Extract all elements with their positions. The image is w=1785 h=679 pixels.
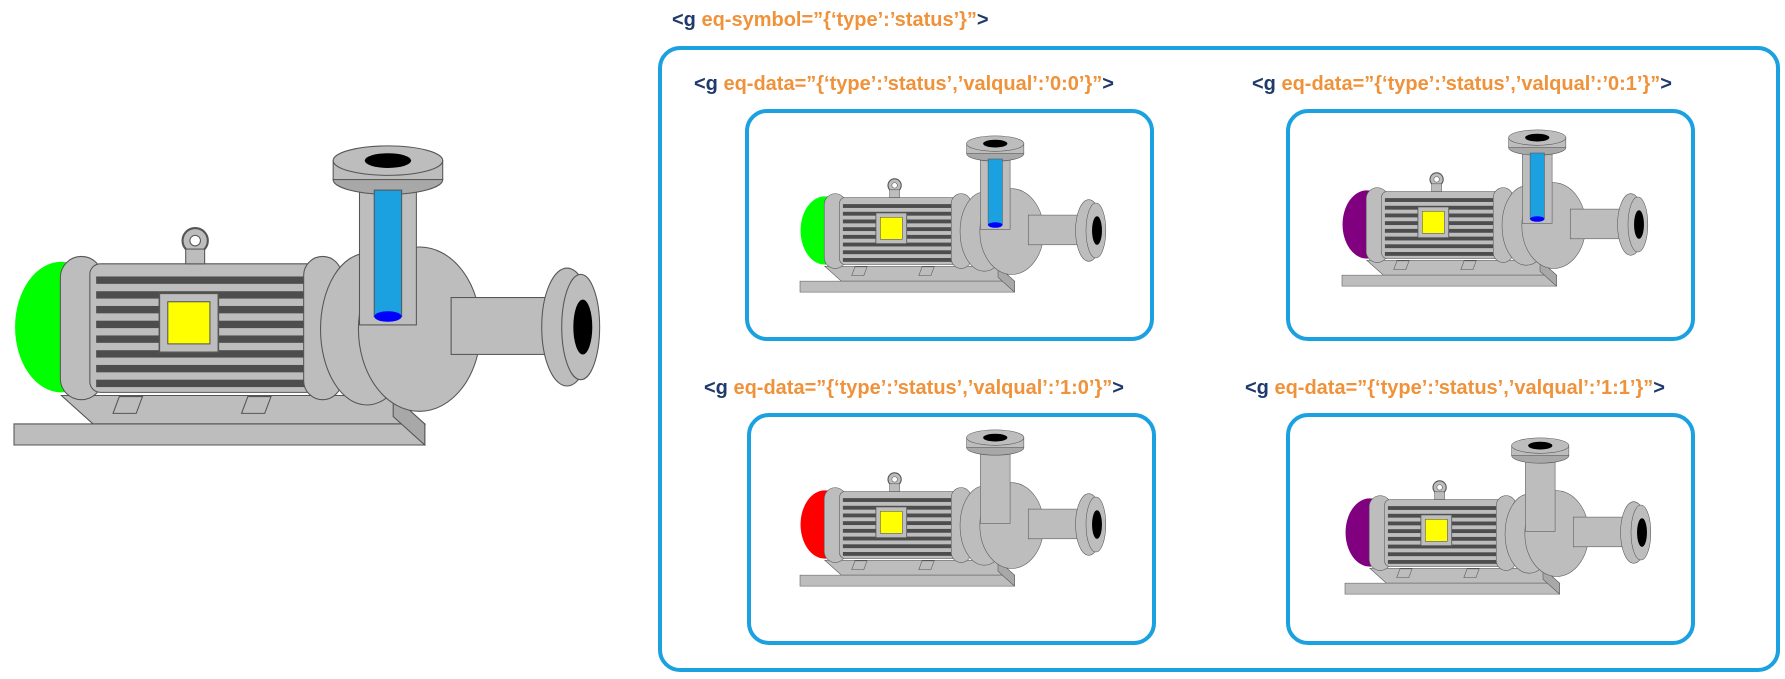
liquid-bottom bbox=[374, 311, 402, 322]
discharge-opening bbox=[983, 139, 1008, 148]
tag-attribute: eq-data=”{‘type’:’status’,’valqual’:’0:1… bbox=[1275, 73, 1661, 95]
motor-foot bbox=[1460, 260, 1477, 270]
pump-illustration-1-0 bbox=[799, 429, 1107, 587]
main-pump-illustration bbox=[13, 145, 601, 447]
tag-attribute: eq-data=”{‘type’:’status’,’valqual’:’1:0… bbox=[727, 377, 1113, 399]
cooling-rib bbox=[842, 544, 958, 549]
cooling-rib bbox=[96, 276, 316, 284]
cooling-rib bbox=[842, 536, 958, 541]
lifting-eye-hole bbox=[1433, 176, 1440, 183]
base-plate-front bbox=[799, 574, 1015, 587]
motor-foot bbox=[1393, 260, 1410, 270]
motor-foot bbox=[1396, 568, 1413, 578]
cooling-rib bbox=[1387, 544, 1503, 549]
state-tag-1-1: <g eq-data=”{‘type’:’status’,’valqual’:’… bbox=[1245, 376, 1665, 400]
cooling-rib bbox=[842, 242, 958, 247]
motor-foot bbox=[112, 396, 144, 414]
cooling-rib bbox=[96, 350, 316, 358]
motor-foot bbox=[851, 560, 868, 570]
lifting-eye-base bbox=[1431, 183, 1442, 192]
liquid-bottom bbox=[988, 222, 1003, 228]
lifting-eye-hole bbox=[891, 476, 898, 483]
cooling-rib bbox=[96, 364, 316, 373]
lifting-eye-hole bbox=[891, 182, 898, 189]
discharge-opening bbox=[364, 153, 412, 168]
lifting-eye-base bbox=[1434, 491, 1445, 500]
cooling-rib bbox=[842, 552, 958, 556]
cooling-rib bbox=[1387, 560, 1503, 564]
suction-opening bbox=[1634, 210, 1644, 239]
motor-foot bbox=[918, 560, 935, 570]
lifting-eye-hole bbox=[189, 234, 201, 247]
tag-open: <g bbox=[1245, 377, 1269, 399]
discharge-opening bbox=[983, 433, 1008, 442]
terminal-box-window bbox=[167, 301, 211, 345]
cooling-rib bbox=[842, 258, 958, 262]
base-plate-front bbox=[1344, 582, 1560, 595]
cooling-rib bbox=[1387, 552, 1503, 557]
lifting-eye-hole bbox=[1436, 484, 1443, 491]
cooling-rib bbox=[96, 379, 316, 388]
lifting-eye-base bbox=[889, 189, 900, 198]
state-tag-0-0: <g eq-data=”{‘type’:’status’,’valqual’:’… bbox=[694, 72, 1114, 96]
tag-close: > bbox=[1112, 377, 1124, 399]
tag-close: > bbox=[1660, 73, 1672, 95]
state-tag-0-1: <g eq-data=”{‘type’:’status’,’valqual’:’… bbox=[1252, 72, 1672, 96]
cooling-rib bbox=[842, 204, 958, 208]
base-plate-front bbox=[799, 280, 1015, 293]
suction-opening bbox=[1637, 518, 1647, 547]
suction-opening bbox=[1092, 216, 1102, 245]
liquid-column bbox=[987, 158, 1003, 226]
lifting-eye-base bbox=[185, 248, 206, 265]
suction-opening bbox=[1092, 510, 1102, 539]
tag-open: <g bbox=[694, 73, 718, 95]
tag-close: > bbox=[976, 9, 989, 31]
cooling-rib bbox=[1384, 198, 1500, 202]
cooling-rib bbox=[1384, 252, 1500, 256]
pump-illustration-0-0 bbox=[799, 135, 1107, 293]
discharge-opening bbox=[1528, 441, 1553, 450]
tag-attribute: eq-symbol=”{‘type’:’status’}” bbox=[695, 9, 977, 31]
tag-close: > bbox=[1102, 73, 1114, 95]
state-tag-1-0: <g eq-data=”{‘type’:’status’,’valqual’:’… bbox=[704, 376, 1124, 400]
suction-opening bbox=[573, 299, 593, 355]
liquid-column bbox=[373, 189, 403, 318]
cooling-rib bbox=[842, 498, 958, 502]
motor-foot bbox=[918, 266, 935, 276]
lifting-eye-base bbox=[889, 483, 900, 492]
motor-foot bbox=[851, 266, 868, 276]
motor-foot bbox=[1463, 568, 1480, 578]
base-plate-front bbox=[13, 423, 426, 446]
pump-illustration-1-1 bbox=[1344, 437, 1652, 595]
cooling-rib bbox=[1387, 506, 1503, 510]
motor-foot bbox=[240, 396, 272, 414]
discharge-opening bbox=[1525, 133, 1550, 142]
cooling-rib bbox=[842, 250, 958, 255]
pump-illustration-0-1 bbox=[1341, 129, 1649, 287]
tag-attribute: eq-data=”{‘type’:’status’,’valqual’:’1:1… bbox=[1268, 377, 1654, 399]
tag-attribute: eq-data=”{‘type’:’status’,’valqual’:’0:0… bbox=[717, 73, 1103, 95]
terminal-box-window bbox=[1425, 519, 1448, 542]
base-plate-front bbox=[1341, 274, 1557, 287]
tag-open: <g bbox=[672, 9, 696, 31]
outer-group-tag: <g eq-symbol=”{‘type’:’status’}”> bbox=[672, 8, 989, 32]
cooling-rib bbox=[1384, 244, 1500, 249]
terminal-box-window bbox=[880, 511, 903, 534]
terminal-box-window bbox=[1422, 211, 1445, 234]
terminal-box-window bbox=[880, 217, 903, 240]
tag-open: <g bbox=[704, 377, 728, 399]
liquid-column bbox=[1529, 152, 1545, 220]
cooling-rib bbox=[1384, 236, 1500, 241]
tag-open: <g bbox=[1252, 73, 1276, 95]
liquid-bottom bbox=[1530, 216, 1545, 222]
tag-close: > bbox=[1653, 377, 1665, 399]
